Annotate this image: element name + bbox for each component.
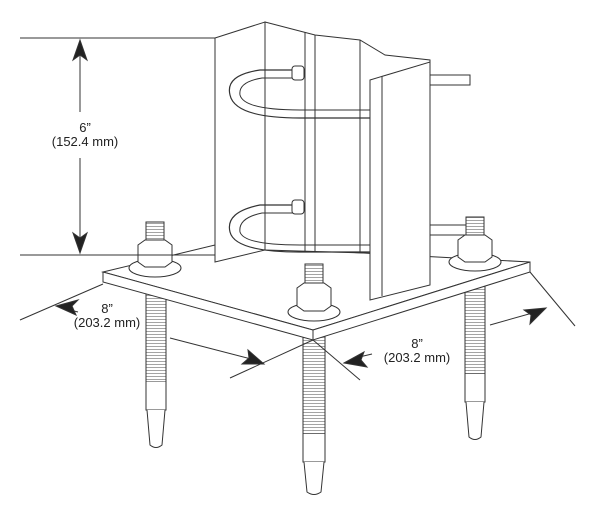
left-width-mm: (203.2 mm) (73, 315, 141, 330)
right-width-label: 8” (203.2 mm) (372, 337, 462, 365)
nut-center (287, 263, 341, 322)
left-width-inches: 8” (101, 301, 113, 316)
nut-left (128, 221, 182, 278)
right-width-mm: (203.2 mm) (383, 350, 451, 365)
arrow-icon (522, 307, 548, 326)
pole-bracket (214, 21, 471, 301)
right-width-inches: 8” (411, 336, 423, 351)
arrow-down-icon (72, 231, 88, 255)
height-label: 6” (152.4 mm) (40, 121, 130, 149)
arrow-icon (342, 350, 369, 368)
nut-right (448, 216, 502, 272)
left-width-label: 8” (203.2 mm) (62, 302, 152, 330)
height-dimension (20, 37, 215, 256)
arrow-icon (54, 299, 80, 316)
anchor-bolt-right (464, 273, 486, 440)
anchor-bolt-left (145, 281, 167, 448)
right-width-dimension (312, 271, 576, 381)
height-inches: 6” (79, 120, 91, 135)
left-width-dimension (19, 283, 314, 379)
arrow-up-icon (72, 38, 88, 62)
arrow-icon (240, 348, 266, 365)
anchor-bolt-center (302, 333, 326, 495)
height-mm: (152.4 mm) (51, 134, 119, 149)
